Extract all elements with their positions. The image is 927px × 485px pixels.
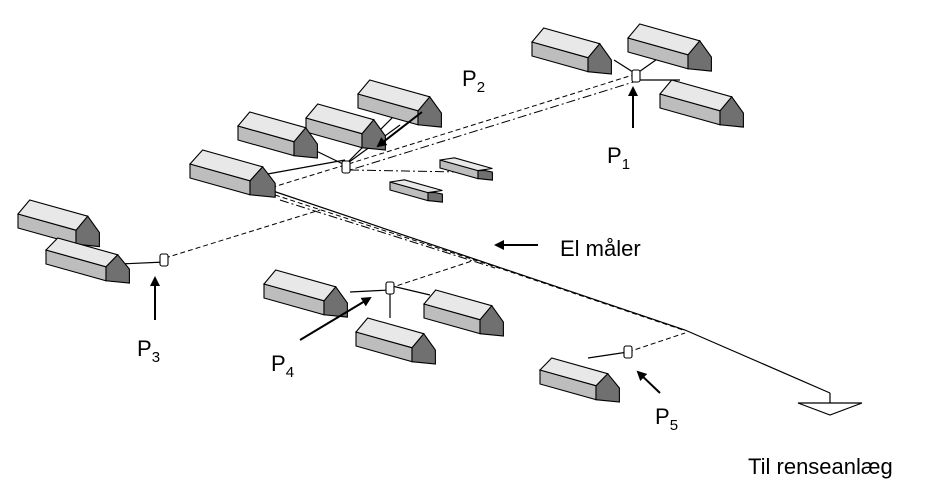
house-13 [423, 289, 504, 337]
house-roof [44, 237, 119, 268]
house-12 [263, 269, 348, 318]
house-roof [355, 317, 425, 349]
house-15 [538, 357, 620, 403]
house-3 [659, 79, 744, 128]
pump-station-p1 [631, 69, 641, 83]
houses-layer [17, 23, 744, 403]
house-roof [627, 23, 701, 56]
house-14 [355, 317, 436, 365]
house-roof [659, 79, 733, 112]
arrow-p2 [376, 111, 423, 148]
house-roof [357, 79, 431, 112]
house-roof [389, 179, 443, 194]
house-10 [17, 199, 100, 248]
treatment-outlet-symbol [797, 402, 863, 416]
label-p1: P1 [607, 143, 630, 173]
pointer-arrows [150, 86, 661, 394]
label-treatment-plant: Til renseanlæg [748, 454, 893, 479]
house-roof [538, 357, 609, 387]
house-roof [423, 289, 493, 321]
house-roof [439, 157, 493, 172]
house-gable [427, 192, 443, 203]
house-1 [531, 27, 612, 75]
house-roof [305, 103, 375, 135]
pump-station-p4 [385, 281, 395, 295]
house-roof [263, 269, 337, 302]
house-11 [44, 237, 130, 284]
pump-station-p2 [341, 160, 351, 174]
house-roof [17, 199, 89, 231]
house-6 [237, 111, 318, 159]
label-p3: P3 [137, 336, 160, 366]
house-2 [627, 23, 712, 72]
main-pipeline [269, 189, 863, 416]
house-9 [389, 179, 443, 203]
labels: P1 P2 P3 P4 P5 El måler Til renseanlæg [137, 66, 893, 479]
label-p5: P5 [655, 404, 678, 434]
house-roof [237, 111, 307, 143]
house-4 [357, 79, 442, 128]
label-p2: P2 [462, 66, 485, 96]
label-p4: P4 [271, 351, 294, 381]
house-roof [531, 27, 601, 59]
pump-station-p5 [623, 345, 633, 359]
house-7 [188, 149, 276, 198]
arrow-p4 [299, 296, 372, 341]
pump-stations [159, 69, 641, 359]
house-8 [439, 157, 493, 181]
label-el-meter: El måler [560, 236, 641, 261]
pump-station-p3 [159, 253, 169, 267]
house-roof [188, 149, 264, 182]
house-gable [477, 170, 493, 181]
pressure-pipes [164, 73, 686, 353]
arrow-p5 [636, 370, 661, 394]
